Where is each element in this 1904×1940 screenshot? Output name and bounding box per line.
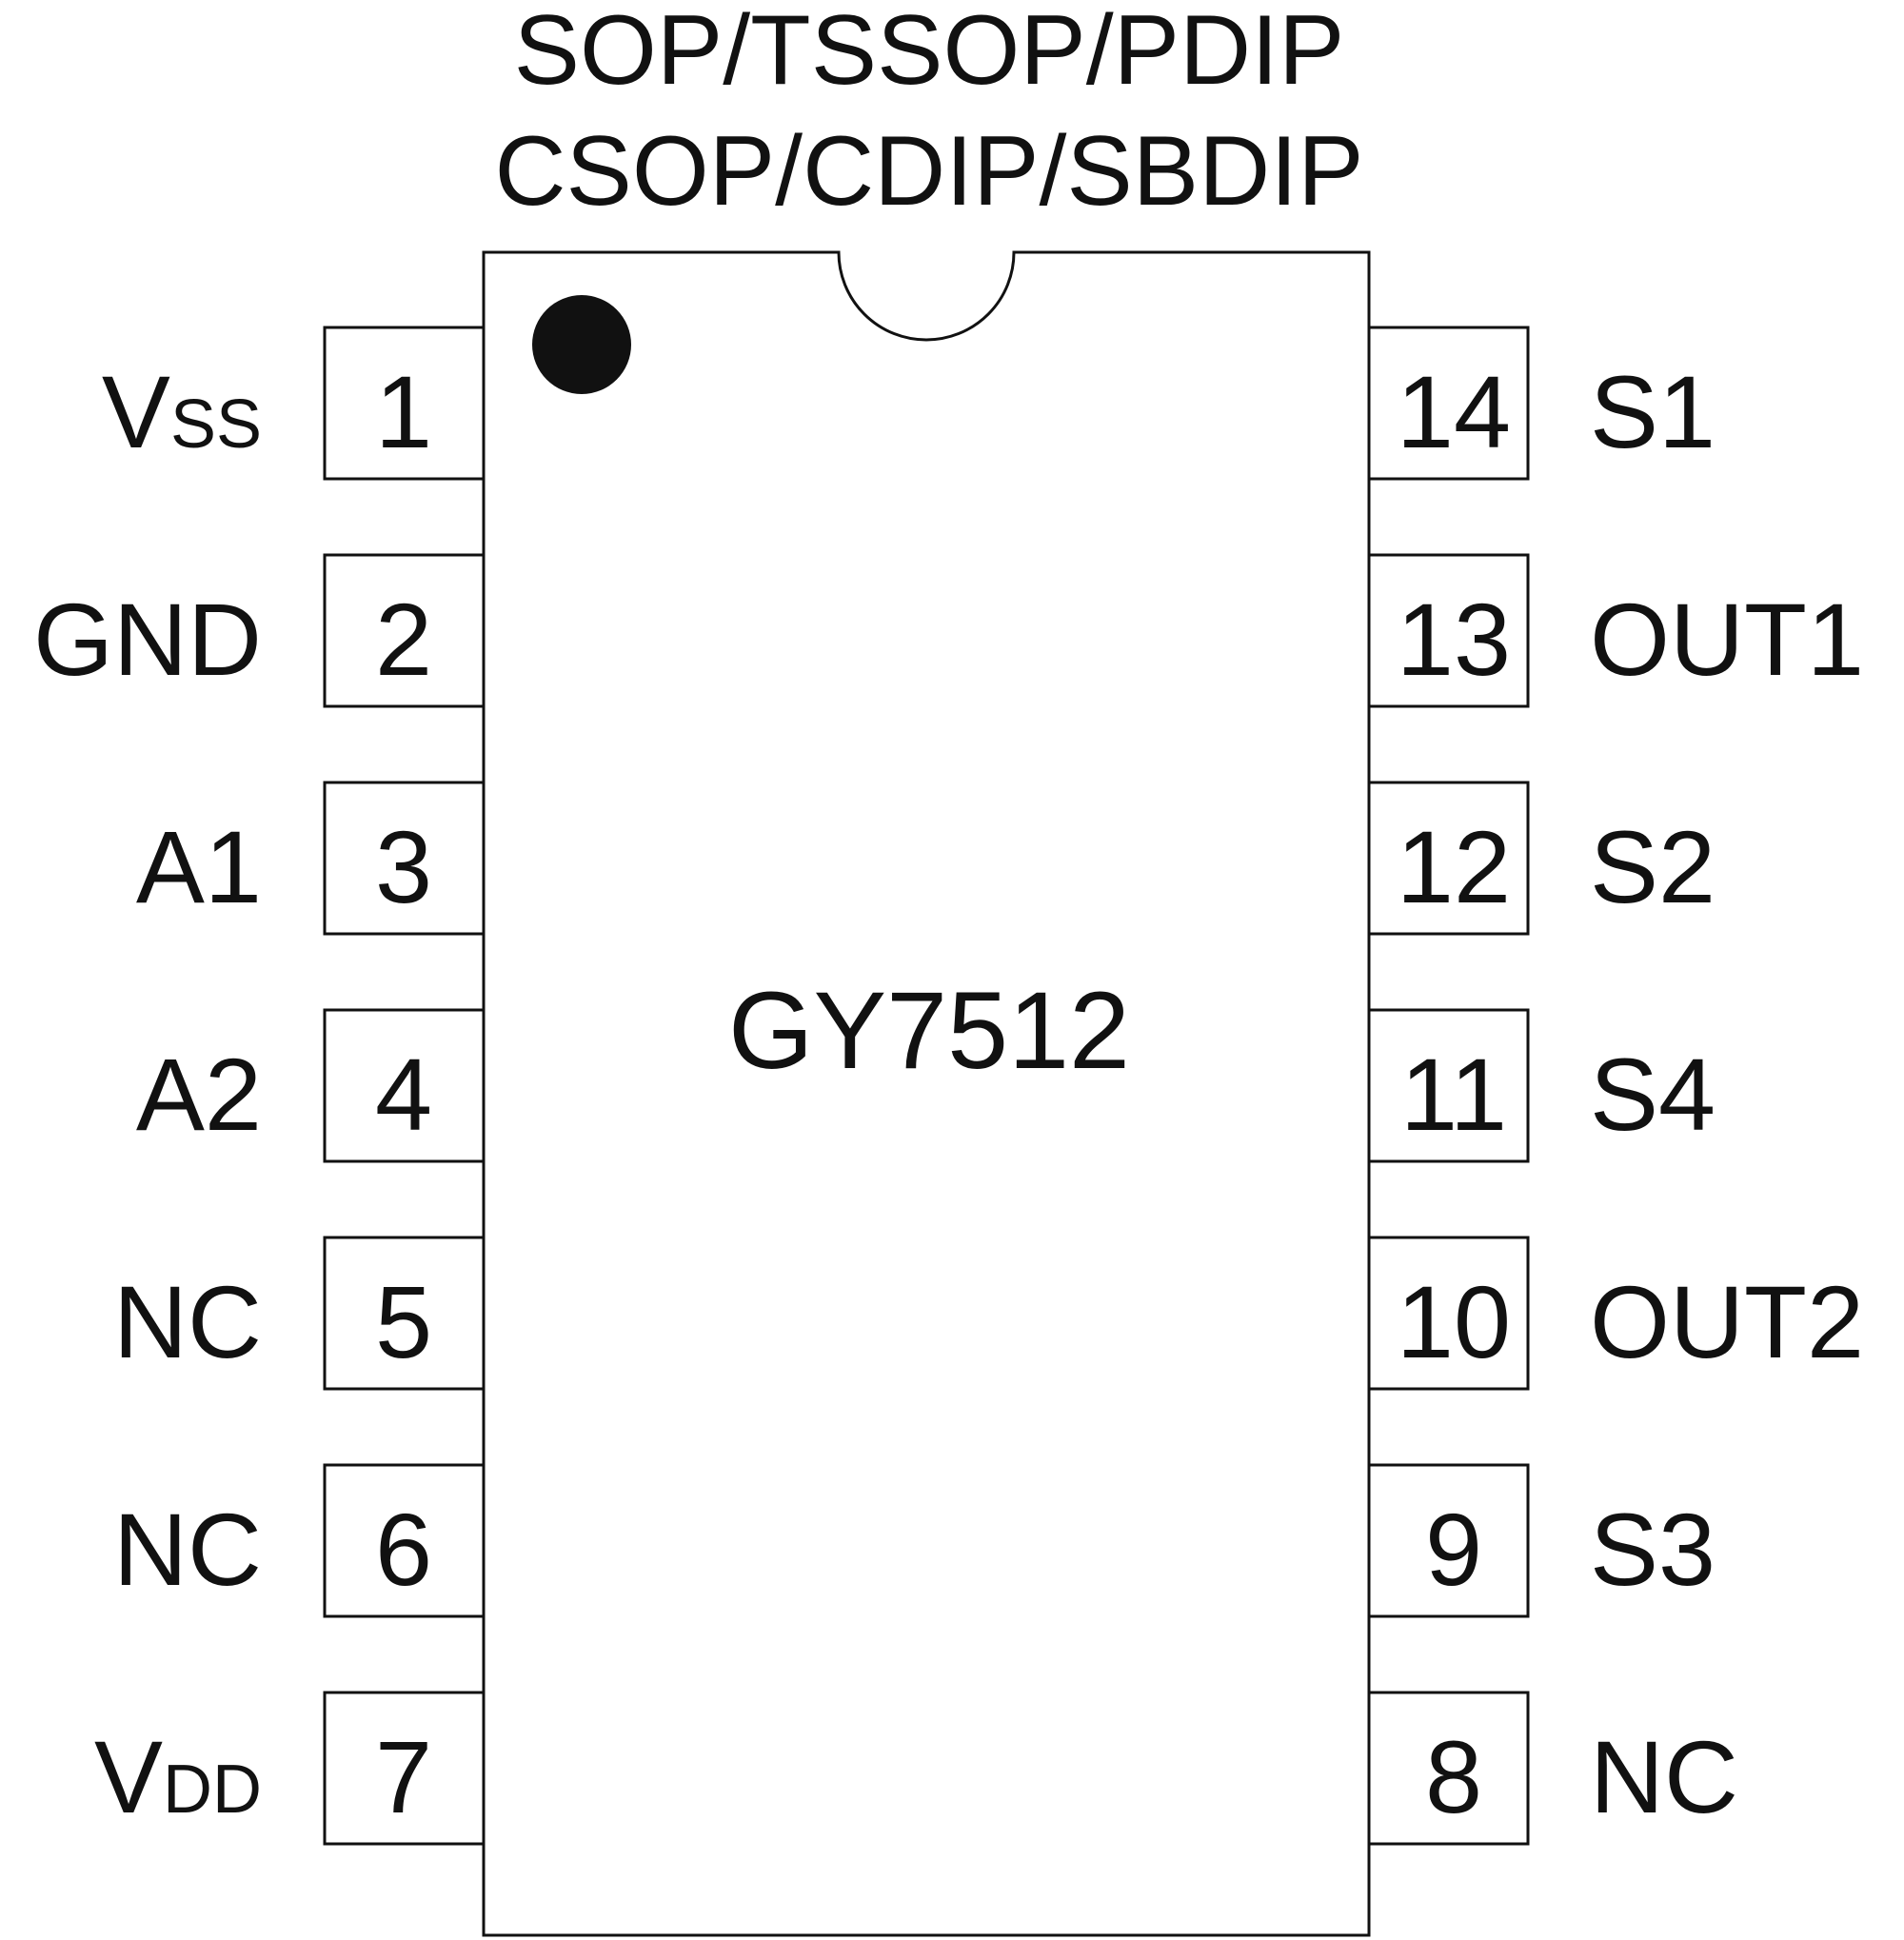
- pin-label: S3: [1590, 1492, 1716, 1607]
- pin-label: S4: [1590, 1037, 1716, 1152]
- pin-number: 14: [1397, 354, 1511, 469]
- pin-label-main: NC: [1590, 1719, 1738, 1834]
- pin-label-main: OUT2: [1590, 1264, 1864, 1379]
- pin-box: [1367, 1008, 1530, 1163]
- left-pin-4: 4 A2: [136, 1008, 486, 1163]
- right-pin-14: 14 S1: [1367, 326, 1716, 481]
- right-pin-12: 12 S2: [1367, 781, 1716, 936]
- left-pin-1: 1 VSS: [102, 326, 486, 481]
- right-pin-11: 11 S4: [1367, 1008, 1716, 1163]
- pin-label-main: GND: [33, 582, 262, 697]
- pin-box: [1367, 553, 1530, 708]
- right-pin-8: 8 NC: [1367, 1691, 1738, 1846]
- right-pin-13: 13 OUT1: [1367, 553, 1864, 708]
- pin-box: [1367, 781, 1530, 936]
- pin-label: VDD: [94, 1719, 262, 1834]
- chip-body: [482, 250, 1371, 1937]
- package-title-line2: CSOP/CDIP/SBDIP: [494, 116, 1363, 227]
- pin-label-main: OUT1: [1590, 582, 1864, 697]
- pin-number: 12: [1397, 809, 1511, 924]
- pin-box: [323, 553, 486, 708]
- pin-number: 3: [375, 809, 432, 924]
- pin-label-main: V: [94, 1719, 163, 1834]
- pin-label-main: S3: [1590, 1492, 1716, 1607]
- pin-label: S2: [1590, 809, 1716, 924]
- pin-label: OUT1: [1590, 582, 1864, 697]
- pin-box: [1367, 1236, 1530, 1391]
- pin-label: OUT2: [1590, 1264, 1864, 1379]
- pin-label: NC: [113, 1492, 262, 1607]
- pin-label: VSS: [102, 354, 262, 469]
- pin-label-main: S4: [1590, 1037, 1716, 1152]
- chip-name: GY7512: [728, 970, 1130, 1092]
- pin-label: NC: [1590, 1719, 1738, 1834]
- pin-label: A1: [136, 809, 262, 924]
- package-title-line1: SOP/TSSOP/PDIP: [514, 0, 1345, 106]
- pin-label: A2: [136, 1037, 262, 1152]
- pin-label-main: S1: [1590, 354, 1716, 469]
- pin-number: 1: [375, 354, 432, 469]
- pin-box: [323, 1463, 486, 1618]
- pin-label: GND: [33, 582, 262, 697]
- pin-label: NC: [113, 1264, 262, 1379]
- pin-label-subscript: DD: [163, 1752, 262, 1828]
- pin-number: 4: [375, 1037, 432, 1152]
- pin-label-main: A1: [136, 809, 262, 924]
- pin-number: 6: [375, 1492, 432, 1607]
- pin-number: 13: [1397, 582, 1511, 697]
- pin-box: [323, 1691, 486, 1846]
- pin1-marker-dot: [532, 295, 631, 394]
- pin-box: [323, 326, 486, 481]
- pin-label-main: NC: [113, 1492, 262, 1607]
- left-pin-5: 5 NC: [113, 1236, 486, 1391]
- left-pin-6: 6 NC: [113, 1463, 486, 1618]
- pin-box: [323, 781, 486, 936]
- pin-label-subscript: SS: [170, 386, 262, 463]
- right-pin-9: 9 S3: [1367, 1463, 1716, 1618]
- pin-number: 7: [375, 1719, 432, 1834]
- pin-box: [323, 1236, 486, 1391]
- pin-number: 9: [1425, 1492, 1482, 1607]
- pin-box: [1367, 326, 1530, 481]
- pin-label-main: S2: [1590, 809, 1716, 924]
- left-pin-7: 7 VDD: [94, 1691, 486, 1846]
- pin-box: [1367, 1463, 1530, 1618]
- left-pin-3: 3 A1: [136, 781, 486, 936]
- pin-number: 10: [1397, 1264, 1511, 1379]
- right-pin-column: 14 S1 13 OUT1 12 S2 11 S4 10 OUT2 9 S3 8 NC: [1367, 326, 1864, 1846]
- pin-number: 8: [1425, 1719, 1482, 1834]
- pin-label-main: A2: [136, 1037, 262, 1152]
- pin-number: 11: [1400, 1037, 1507, 1152]
- left-pin-2: 2 GND: [33, 553, 486, 708]
- right-pin-10: 10 OUT2: [1367, 1236, 1864, 1391]
- pin-box: [1367, 1691, 1530, 1846]
- pin-label-main: V: [102, 354, 170, 469]
- pin-label-main: NC: [113, 1264, 262, 1379]
- pin-number: 5: [375, 1264, 432, 1379]
- pin-label: S1: [1590, 354, 1716, 469]
- pin-number: 2: [375, 582, 432, 697]
- pin-box: [323, 1008, 486, 1163]
